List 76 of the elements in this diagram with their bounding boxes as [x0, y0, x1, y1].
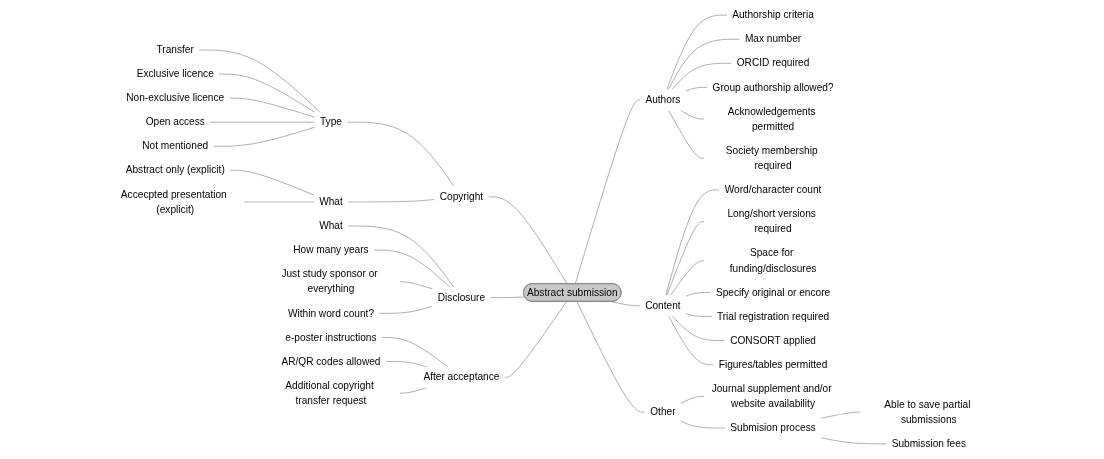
node-text: Max number	[744, 33, 802, 45]
node-text: Word/character count	[724, 184, 822, 195]
connector	[685, 292, 712, 297]
node-text: Group authorship allowed?	[712, 81, 834, 93]
node-text: Type	[319, 116, 342, 128]
connector	[381, 337, 449, 368]
node-text: Open access	[145, 116, 205, 128]
connector	[574, 99, 641, 285]
connector	[347, 199, 435, 203]
node-text: CONSORT applied	[730, 334, 816, 346]
node-text: Figures/tables permitted	[718, 358, 828, 370]
connector	[671, 63, 732, 91]
connector	[373, 249, 451, 288]
node-text: Non-exclusive licence	[126, 92, 225, 104]
node-text: Transfer	[156, 44, 194, 56]
connector	[666, 14, 728, 91]
node-text: Trial registration required	[716, 310, 830, 322]
connector	[668, 109, 705, 159]
node-text: What	[319, 196, 343, 208]
connector	[399, 281, 433, 290]
connector	[680, 420, 726, 429]
connector	[666, 221, 705, 296]
connector	[243, 201, 315, 203]
connector	[679, 109, 705, 120]
node-text: AR/QR codes allowed	[281, 355, 381, 367]
node-text: Society membership required	[725, 144, 818, 171]
node-text: Specify original or encore	[715, 286, 831, 298]
node-text: How many years	[293, 244, 369, 256]
node-text: What	[319, 220, 343, 232]
node-text: Accecpted presentation (explicit)	[120, 188, 227, 215]
node-text: Exclusive licence	[136, 68, 214, 80]
node-text: Able to save partial submissions	[884, 398, 971, 425]
node-text: Just study sponsor or everything	[281, 268, 378, 295]
connector	[820, 437, 887, 445]
connector	[212, 126, 316, 147]
node-text: Space for funding/disclosures	[729, 247, 817, 274]
connector	[665, 189, 720, 296]
connector	[347, 225, 455, 288]
node-text: Not mentioned	[142, 140, 209, 152]
connector	[680, 396, 705, 404]
node-text: Other	[650, 406, 676, 418]
connector	[218, 73, 316, 113]
connector	[378, 305, 433, 314]
connector	[576, 301, 646, 413]
connector	[611, 301, 641, 307]
node-text: e-poster instructions	[285, 331, 377, 343]
node-text: Submision process	[730, 422, 816, 434]
connector	[820, 411, 861, 419]
node-text: ORCID required	[736, 57, 810, 69]
node-text: Content	[645, 300, 681, 311]
connector	[489, 296, 526, 298]
node-text: Acknowledgements permitted	[727, 105, 816, 132]
connector	[685, 87, 708, 92]
connector	[667, 38, 741, 91]
connector	[346, 121, 455, 188]
connector	[685, 313, 713, 317]
node-text: Authorship criteria	[732, 9, 814, 21]
connector	[209, 121, 316, 123]
node-text: Abstract only (explicit)	[125, 164, 225, 176]
node-text: After acceptance	[423, 371, 500, 383]
node-text: Copyright	[439, 191, 484, 202]
connector	[668, 315, 714, 365]
node-text: Submission fees	[891, 438, 966, 449]
connector	[229, 170, 315, 196]
connector	[198, 49, 321, 113]
node-text: Long/short versions required	[727, 208, 816, 235]
node-text: Additional copyright transfer request	[285, 379, 374, 406]
connector	[504, 301, 567, 378]
connector	[228, 97, 316, 118]
connector	[487, 196, 568, 285]
node-text: Journal supplement and/or website availability	[711, 383, 832, 409]
connector	[671, 315, 726, 341]
node-text: Disclosure	[437, 291, 486, 303]
node-text: Within word count?	[287, 307, 375, 319]
connector	[669, 260, 705, 296]
node-text: Authors	[645, 94, 681, 106]
